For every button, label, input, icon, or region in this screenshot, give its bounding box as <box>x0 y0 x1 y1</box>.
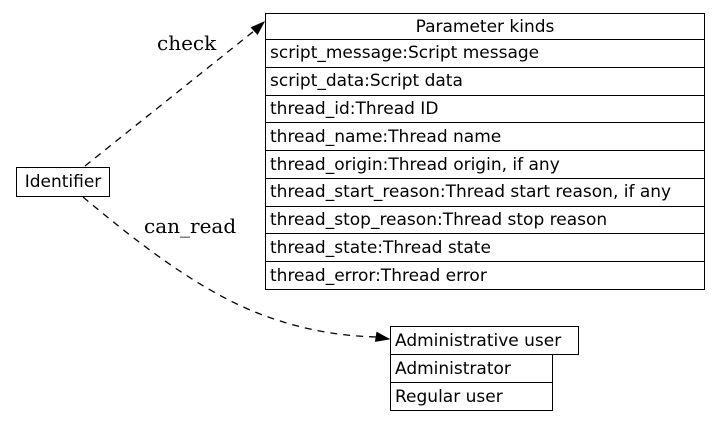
parameter-kinds-table: Parameter kinds script_message:Script me… <box>265 13 705 290</box>
parameter-row-thread-start-reason: thread_start_reason:Thread start reason,… <box>266 177 704 206</box>
parameter-row-thread-name: thread_name:Thread name <box>266 122 704 150</box>
parameter-row-thread-origin: thread_origin:Thread origin, if any <box>266 150 704 178</box>
parameter-row-script-data: script_data:Script data <box>266 66 704 95</box>
edge-label-can-read: can_read <box>144 214 237 238</box>
parameter-row-thread-state: thread_state:Thread state <box>266 233 704 261</box>
admin-user-header: Administrative user <box>390 326 579 355</box>
identifier-node: Identifier <box>16 167 110 197</box>
parameter-row-thread-stop-reason: thread_stop_reason:Thread stop reason <box>266 205 704 234</box>
parameter-row-thread-id: thread_id:Thread ID <box>266 94 704 123</box>
edge-check-arrowhead <box>250 20 266 35</box>
parameter-kinds-header: Parameter kinds <box>415 16 555 37</box>
edge-label-check: check <box>157 31 217 55</box>
parameter-row-thread-error: thread_error:Thread error <box>266 261 704 289</box>
user-row-administrator: Administrator <box>390 354 553 383</box>
edge-can-read-arrowhead <box>374 331 391 342</box>
parameter-row-script-message: script_message:Script message <box>266 39 704 67</box>
user-row-regular-user: Regular user <box>390 382 553 411</box>
